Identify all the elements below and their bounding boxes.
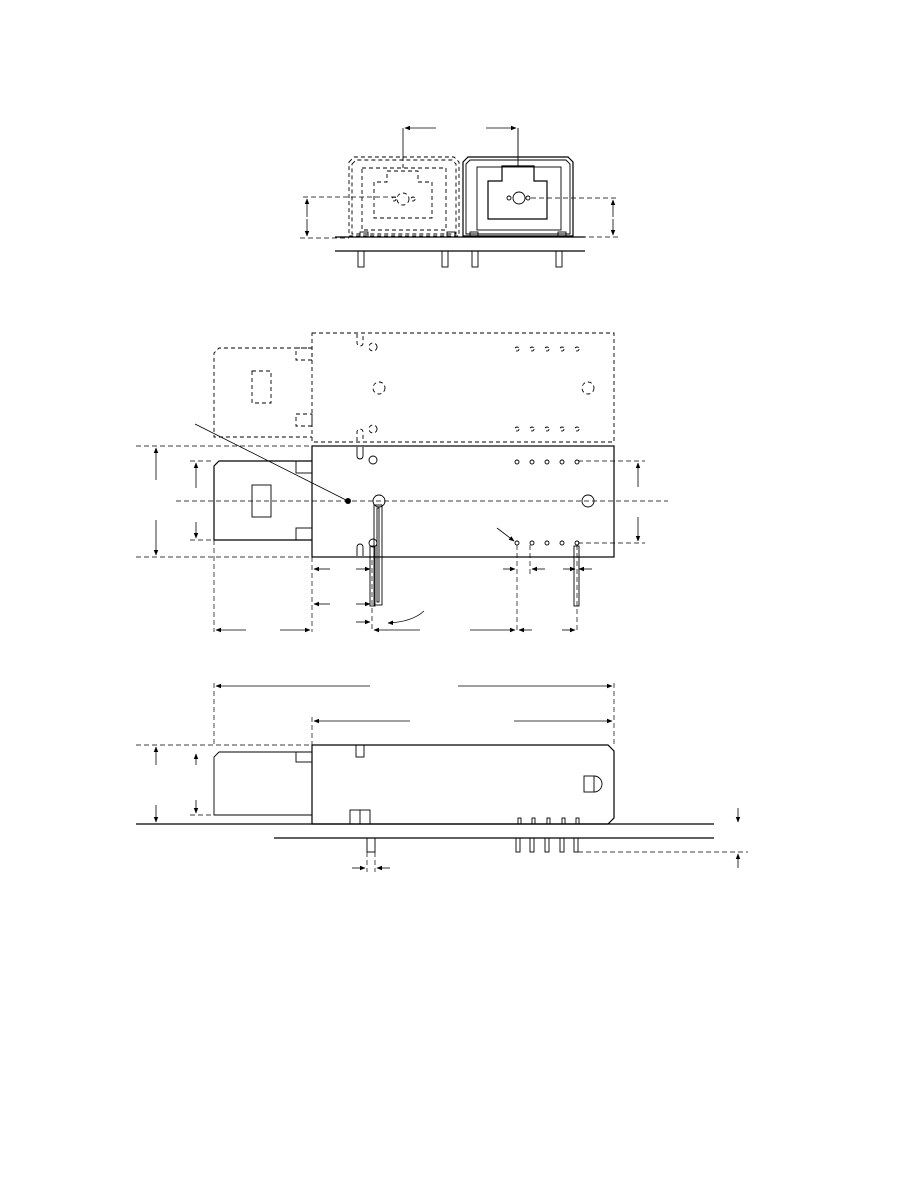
top-view — [136, 332, 668, 633]
top-view-dimensions — [153, 423, 641, 633]
top-view-lower-module — [213, 445, 615, 607]
front-view-board — [335, 231, 585, 268]
front-view-left-housing — [300, 156, 460, 239]
side-view-dimensions — [153, 683, 741, 871]
side-view — [136, 683, 748, 872]
front-view — [300, 125, 618, 268]
side-view-extension-lines — [136, 683, 748, 872]
front-view-right-housing — [462, 128, 618, 238]
top-view-upper-module — [213, 332, 615, 443]
top-view-extension-lines — [136, 445, 668, 632]
front-view-dimensions — [304, 125, 616, 237]
side-view-body — [136, 744, 714, 853]
